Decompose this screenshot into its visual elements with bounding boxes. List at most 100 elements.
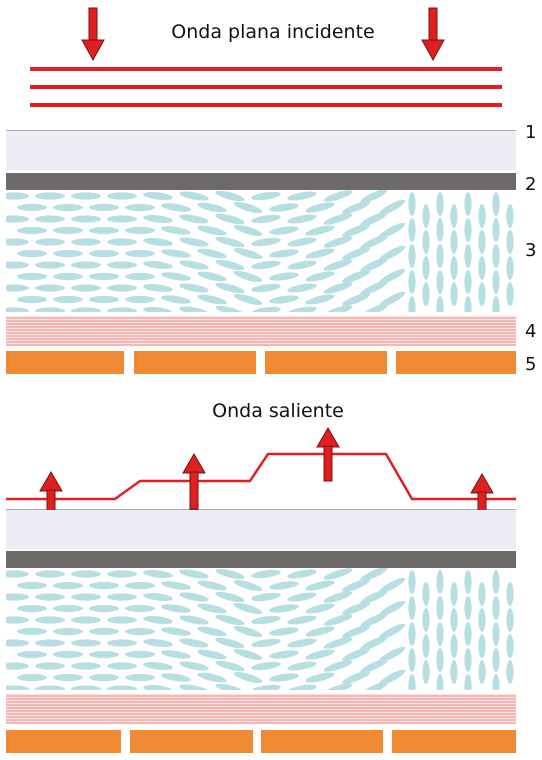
lc-molecule — [233, 671, 263, 684]
lc-molecule — [408, 270, 416, 294]
lc-molecule — [107, 639, 137, 647]
lc-molecule — [161, 272, 191, 281]
lc-molecule — [161, 604, 191, 613]
lc-molecule — [450, 230, 458, 254]
lc-molecule — [323, 568, 353, 580]
pixel-pad — [130, 730, 253, 753]
layer-number-4: 4 — [525, 321, 536, 342]
lc-molecule — [360, 211, 388, 227]
lc-molecule — [378, 245, 406, 262]
lc-molecule — [251, 306, 281, 312]
lc-molecule — [506, 282, 514, 306]
lc-molecule — [287, 661, 317, 671]
lc-molecule — [450, 282, 458, 306]
lc-molecule — [197, 271, 227, 282]
lc-molecule — [89, 249, 119, 258]
lc-molecule — [125, 295, 155, 304]
lc-molecule — [233, 201, 263, 214]
lc-molecule — [269, 203, 299, 212]
outgoing-wavefront — [6, 452, 516, 501]
lc-molecule — [215, 305, 245, 312]
lc-molecule — [53, 295, 83, 304]
lc-molecule — [464, 596, 472, 620]
lc-molecule — [6, 639, 29, 647]
lc-molecule — [422, 256, 430, 280]
lc-molecule — [305, 225, 335, 236]
lc-molecule — [492, 596, 500, 620]
lc-molecule — [506, 256, 514, 280]
lc-molecule — [323, 190, 353, 202]
lc-molecule — [6, 685, 29, 690]
lc-molecule — [323, 591, 353, 603]
lc-molecule — [107, 192, 137, 200]
lc-molecule — [35, 685, 65, 690]
lc-molecule — [341, 270, 371, 283]
lc-molecule — [17, 581, 47, 590]
layer-number-labels: 1 2 3 4 5 — [525, 122, 536, 375]
lc-molecule — [17, 295, 47, 304]
lc-molecule — [436, 570, 444, 594]
lc-molecule — [161, 249, 191, 258]
pixel-pad — [6, 730, 121, 753]
lc-molecule — [305, 603, 335, 614]
lc-molecule — [89, 650, 119, 659]
lc-molecule — [143, 306, 173, 312]
lc-molecule — [35, 662, 65, 670]
lc-molecule — [179, 638, 209, 648]
electrode-layer — [6, 551, 516, 568]
lc-molecule — [17, 203, 47, 212]
lc-molecule — [233, 293, 263, 306]
outgoing-arrow-2 — [182, 453, 206, 510]
lc-molecule — [6, 261, 29, 269]
lc-molecule — [408, 192, 416, 216]
lc-molecule — [161, 673, 191, 682]
lc-molecule — [269, 673, 299, 682]
lc-molecule — [161, 627, 191, 636]
lc-molecule — [492, 674, 500, 690]
lc-molecule — [197, 248, 227, 259]
lc-molecule — [422, 608, 430, 632]
lc-molecule — [53, 627, 83, 636]
lc-molecule — [125, 604, 155, 613]
lc-molecule — [360, 280, 388, 296]
lc-molecule — [179, 569, 209, 579]
lc-molecule — [305, 672, 335, 683]
lc-molecule — [464, 622, 472, 646]
lc-molecule — [107, 215, 137, 223]
lc-molecule — [71, 639, 101, 647]
lc-molecule — [287, 191, 317, 201]
lc-molecule — [53, 673, 83, 682]
lc-molecule — [408, 674, 416, 690]
lc-molecule — [161, 226, 191, 235]
lc-molecule — [215, 568, 245, 580]
lc-molecule — [287, 615, 317, 625]
incident-arrow-right — [421, 7, 445, 62]
lc-molecule — [287, 214, 317, 224]
lc-molecule — [143, 569, 173, 579]
lc-molecule — [197, 626, 227, 637]
lc-molecule — [506, 204, 514, 228]
lc-molecule — [251, 684, 281, 690]
lc-molecule — [464, 192, 472, 216]
lc-molecule — [179, 191, 209, 201]
layer-number-1: 1 — [525, 122, 536, 143]
lc-molecule — [341, 224, 371, 237]
lc-molecule — [17, 673, 47, 682]
lc-molecule — [197, 603, 227, 614]
lc-molecule — [53, 581, 83, 590]
lc-molecule — [125, 203, 155, 212]
lc-molecule — [305, 271, 335, 282]
lc-molecule — [35, 616, 65, 624]
lc-molecule — [71, 284, 101, 292]
incident-wave-title: Onda plana incidente — [171, 21, 374, 43]
lc-molecule — [323, 305, 353, 312]
lc-molecule — [305, 202, 335, 213]
lc-molecule — [287, 306, 317, 312]
lc-molecule — [35, 261, 65, 269]
lc-molecule — [17, 226, 47, 235]
lc-molecule — [197, 294, 227, 305]
lc-molecule — [71, 215, 101, 223]
lc-molecule — [269, 581, 299, 590]
layer-number-3: 3 — [525, 240, 536, 261]
lc-molecule — [506, 582, 514, 606]
